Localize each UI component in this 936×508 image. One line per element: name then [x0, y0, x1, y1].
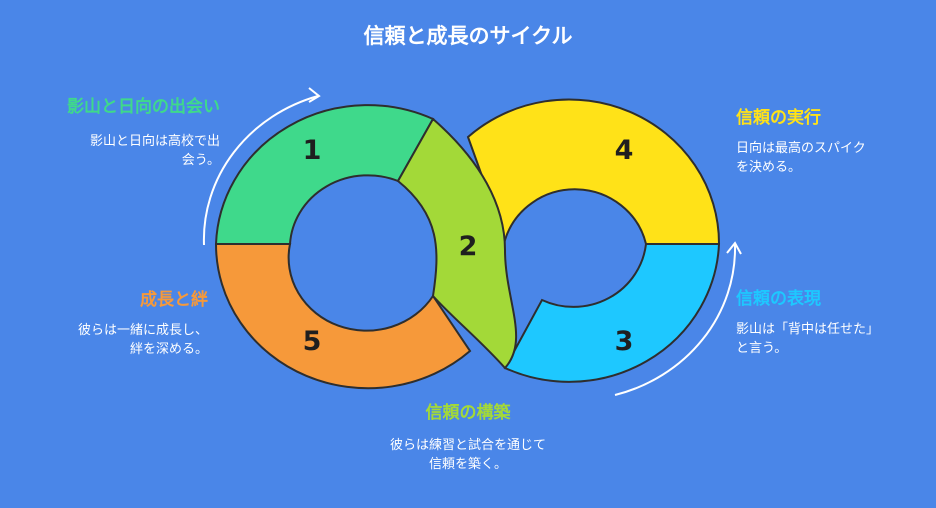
segment-number-5: 5 [303, 326, 322, 357]
segment-number-1: 1 [303, 135, 322, 166]
step-1-heading: 影山と日向の出会い [67, 97, 220, 117]
step-5-block: 成長と絆 彼らは一緒に成長し、 絆を深める。 [28, 289, 208, 359]
step-2-heading: 信頼の構築 [425, 403, 511, 423]
step-4-description: 日向は最高のスパイク を決める。 [736, 139, 926, 177]
step-3-heading: 信頼の表現 [736, 289, 821, 309]
step-5-heading: 成長と絆 [140, 290, 208, 310]
arc-arrow-right [614, 244, 737, 396]
segment-5-orange [214, 243, 472, 390]
segment-2-lime [396, 117, 518, 370]
step-3-line-2: と言う。 [736, 341, 788, 356]
segment-1-green [214, 104, 435, 245]
step-5-line-1: 彼らは一緒に成長し、 [77, 323, 208, 338]
step-5-line-2: 絆を深める。 [129, 342, 208, 357]
segment-number-4: 4 [615, 135, 634, 166]
segment-number-2: 2 [459, 231, 478, 262]
step-4-heading: 信頼の実行 [736, 108, 821, 128]
segment-3-cyan [503, 243, 721, 383]
step-4-block: 信頼の実行 日向は最高のスパイク を決める。 [736, 107, 926, 177]
step-2-line-2: 信頼を築く。 [428, 457, 507, 472]
step-3-block: 信頼の表現 影山は「背中は任せた」 と言う。 [736, 288, 926, 358]
step-1-line-1: 影山と日向は高校で出 [89, 134, 220, 149]
segment-number-3: 3 [615, 326, 634, 357]
diagram-title: 信頼と成長のサイクル [363, 24, 573, 48]
segment-4-yellow [466, 98, 721, 245]
arc-arrow-left [202, 95, 319, 246]
step-4-line-2: を決める。 [736, 160, 802, 175]
arrowhead-left [308, 87, 321, 103]
step-4-line-1: 日向は最高のスパイク [736, 141, 866, 156]
step-1-block: 影山と日向の出会い 影山と日向は高校で出 会う。 [28, 96, 220, 170]
step-5-description: 彼らは一緒に成長し、 絆を深める。 [28, 321, 208, 359]
step-2-description: 彼らは練習と試合を通じて 信頼を築く。 [318, 436, 618, 474]
step-1-line-2: 会う。 [181, 153, 220, 168]
step-1-description: 影山と日向は高校で出 会う。 [28, 132, 220, 170]
step-2-line-1: 彼らは練習と試合を通じて [389, 438, 546, 453]
arrowhead-right [726, 241, 742, 255]
step-3-line-1: 影山は「背中は任せた」 [736, 322, 880, 337]
step-2-block: 信頼の構築 彼らは練習と試合を通じて 信頼を築く。 [318, 402, 618, 474]
step-3-description: 影山は「背中は任せた」 と言う。 [736, 320, 926, 358]
